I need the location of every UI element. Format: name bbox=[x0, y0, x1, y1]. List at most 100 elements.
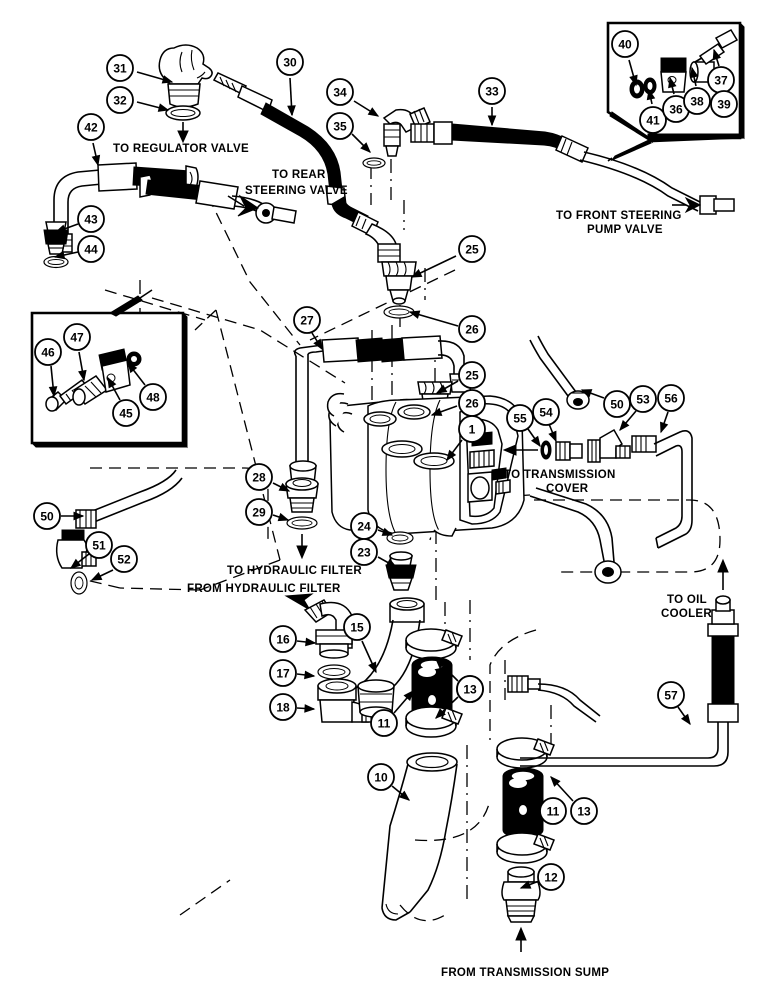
part-42-hose bbox=[49, 162, 199, 253]
callout-bubble-39[interactable] bbox=[710, 90, 738, 118]
callout-bubble-25[interactable] bbox=[458, 235, 486, 263]
callout-bubble-23[interactable] bbox=[350, 538, 378, 566]
callout-bubble-11[interactable] bbox=[370, 709, 398, 737]
callout-number-46: 46 bbox=[41, 346, 55, 360]
callout-27: 27 bbox=[293, 306, 323, 351]
callout-bubble-16[interactable] bbox=[269, 625, 297, 653]
callout-arrow-35 bbox=[360, 142, 371, 153]
callout-32: 32 bbox=[106, 86, 170, 114]
part-52-oring bbox=[70, 571, 88, 595]
callout-bubble-28[interactable] bbox=[245, 463, 273, 491]
callout-bubble-25b[interactable] bbox=[458, 361, 486, 389]
callout-number-18: 18 bbox=[276, 701, 290, 715]
callout-number-13c: 13 bbox=[577, 805, 591, 819]
callout-bubble-1[interactable] bbox=[458, 415, 486, 443]
callout-bubble-51[interactable] bbox=[85, 531, 113, 559]
callout-bubble-41[interactable] bbox=[639, 106, 667, 134]
callout-bubble-47[interactable] bbox=[63, 323, 91, 351]
callout-bubble-31[interactable] bbox=[106, 54, 134, 82]
callout-number-52: 52 bbox=[117, 553, 131, 567]
callout-number-27: 27 bbox=[300, 314, 314, 328]
callout-bubble-57[interactable] bbox=[657, 681, 685, 709]
callout-number-10: 10 bbox=[374, 771, 388, 785]
callout-29: 29 bbox=[245, 498, 290, 526]
callout-number-36: 36 bbox=[669, 103, 683, 117]
callout-number-50: 50 bbox=[610, 398, 624, 412]
callout-18: 18 bbox=[269, 693, 316, 721]
callout-bubble-11b[interactable] bbox=[539, 797, 567, 825]
callout-26: 26 bbox=[408, 310, 486, 343]
part-12-fitting bbox=[501, 866, 541, 923]
callout-bubble-32[interactable] bbox=[106, 86, 134, 114]
callout-number-40: 40 bbox=[618, 38, 632, 52]
callout-bubble-56[interactable] bbox=[657, 384, 685, 412]
callout-bubble-38[interactable] bbox=[683, 87, 711, 115]
callout-bubble-30[interactable] bbox=[276, 48, 304, 76]
callout-number-55: 55 bbox=[513, 412, 527, 426]
callout-bubble-52[interactable] bbox=[110, 545, 138, 573]
part-28-fitting bbox=[285, 477, 319, 513]
callout-bubble-40[interactable] bbox=[611, 30, 639, 58]
callout-arrow-23 bbox=[385, 558, 398, 568]
callout-number-38: 38 bbox=[690, 95, 704, 109]
callout-40: 40 bbox=[611, 30, 639, 87]
callout-bubble-17[interactable] bbox=[269, 659, 297, 687]
callout-bubble-18[interactable] bbox=[269, 693, 297, 721]
part-29-oring bbox=[286, 516, 318, 530]
label-to-front-steering-2: PUMP VALVE bbox=[587, 224, 663, 236]
callout-arrow-41 bbox=[646, 88, 656, 101]
callout-number-11b: 11 bbox=[547, 805, 560, 819]
callout-bubble-27[interactable] bbox=[293, 306, 321, 334]
callout-bubble-53[interactable] bbox=[629, 385, 657, 413]
callout-number-24: 24 bbox=[357, 520, 371, 534]
callout-bubble-29[interactable] bbox=[245, 498, 273, 526]
callout-bubble-46[interactable] bbox=[34, 338, 62, 366]
callout-bubble-12[interactable] bbox=[537, 863, 565, 891]
callout-23: 23 bbox=[350, 538, 398, 568]
part-25-top-fitting bbox=[381, 261, 417, 305]
callout-arrow-37 bbox=[712, 48, 721, 61]
callout-arrow-57 bbox=[680, 713, 691, 726]
label-to-regulator-valve: TO REGULATOR VALVE bbox=[113, 143, 249, 155]
callout-bubble-33[interactable] bbox=[478, 77, 506, 105]
part-50b-tube bbox=[75, 469, 183, 529]
callout-arrow-50b bbox=[73, 511, 85, 521]
callout-arrow-48 bbox=[127, 361, 138, 374]
callout-bubble-15[interactable] bbox=[343, 613, 371, 641]
label-to-transmission-cover-2: COVER bbox=[546, 483, 589, 495]
callout-bubble-35[interactable] bbox=[326, 112, 354, 140]
part-53-tee bbox=[587, 428, 631, 463]
callout-number-44: 44 bbox=[84, 243, 98, 257]
callout-arrow-33 bbox=[487, 115, 497, 127]
callout-bubble-55[interactable] bbox=[506, 404, 534, 432]
callout-bubble-10[interactable] bbox=[367, 763, 395, 791]
callout-number-54: 54 bbox=[539, 406, 553, 420]
callout-bubble-13b[interactable] bbox=[456, 675, 484, 703]
callout-bubble-34[interactable] bbox=[326, 78, 354, 106]
callout-25: 25 bbox=[410, 235, 486, 278]
callout-bubble-42[interactable] bbox=[77, 113, 105, 141]
callout-bubble-13c[interactable] bbox=[570, 797, 598, 825]
callout-arrow-11b bbox=[522, 801, 535, 810]
callout-bubble-45[interactable] bbox=[112, 399, 140, 427]
callout-17: 17 bbox=[269, 659, 316, 687]
callout-bubble-50b[interactable] bbox=[33, 502, 61, 530]
callout-arrow-31 bbox=[161, 75, 174, 84]
callout-bubble-26[interactable] bbox=[458, 315, 486, 343]
callout-arrow-12 bbox=[519, 880, 532, 889]
callout-bubble-44[interactable] bbox=[77, 235, 105, 263]
callout-arrow-34 bbox=[367, 107, 380, 117]
callout-bubble-48[interactable] bbox=[139, 383, 167, 411]
callout-arrow-47 bbox=[78, 369, 87, 382]
callout-48: 48 bbox=[127, 361, 167, 411]
callout-number-57: 57 bbox=[664, 689, 678, 703]
callout-bubble-43[interactable] bbox=[77, 205, 105, 233]
part-10-hose bbox=[381, 752, 458, 921]
callout-number-11: 11 bbox=[378, 717, 391, 731]
callout-bubble-50[interactable] bbox=[603, 390, 631, 418]
label-to-oil-cooler-2: COOLER bbox=[661, 608, 712, 620]
callout-bubble-54[interactable] bbox=[532, 398, 560, 426]
callout-42: 42 bbox=[77, 113, 105, 167]
callout-number-1: 1 bbox=[469, 423, 476, 437]
callout-16: 16 bbox=[269, 625, 317, 653]
